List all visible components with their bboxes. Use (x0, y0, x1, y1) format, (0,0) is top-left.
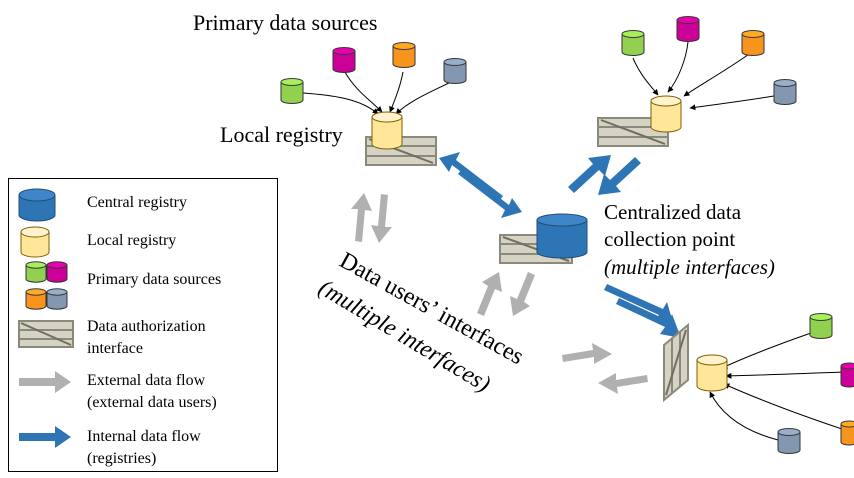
primary-source-cylinder (777, 427, 801, 454)
primary-data-sources (280, 15, 854, 454)
central-registry-icon (18, 188, 56, 222)
legend-internal-line1: Internal data flow (87, 428, 201, 445)
local-registry (371, 111, 403, 150)
external-flow-arrow (562, 343, 612, 364)
external-flow-arrow (477, 272, 502, 316)
internal-flow-legend-arrow (19, 426, 71, 448)
primary-source-cylinder (280, 77, 304, 104)
primary-source-cylinder (46, 261, 68, 283)
legend-central-registry: Central registry (87, 194, 187, 211)
legend-auth-line2: interface (87, 340, 143, 357)
local-registry-icon (20, 226, 50, 258)
external-flow-arrows (351, 193, 648, 394)
primary-source-cylinder (741, 29, 765, 56)
legend-primary-sources: Primary data sources (87, 271, 222, 288)
external-flow-arrow (598, 373, 648, 394)
legend-symbols (18, 188, 74, 448)
internal-flow-arrow (598, 157, 641, 195)
primary-source-cylinder (392, 41, 416, 68)
primary-source-cylinder (840, 362, 854, 388)
primary-source-cylinder (46, 288, 68, 310)
internal-flow-arrows (439, 152, 681, 338)
external-flow-arrow (510, 272, 535, 316)
data-authorization-interface (663, 322, 689, 403)
legend-local-registry: Local registry (87, 232, 177, 249)
legend: Central registry Local registry Primary … (8, 178, 278, 472)
legend-internal-line2: (registries) (87, 450, 157, 467)
legend-external-line1: External data flow (87, 372, 206, 389)
authorization-interface-icon (18, 320, 74, 348)
external-flow-legend-arrow (19, 371, 71, 393)
internal-flow-arrow (568, 155, 611, 193)
external-flow-arrow (371, 194, 392, 243)
source-connectors (302, 41, 849, 441)
primary-sources-icon (25, 261, 68, 310)
primary-source-cylinder (25, 288, 47, 310)
local-registry (650, 95, 682, 133)
primary-source-cylinder (840, 420, 854, 446)
legend-external-line2: (external data users) (87, 394, 217, 411)
internal-flow-arrow (616, 298, 681, 338)
internal-flow-arrow (604, 284, 674, 326)
centralized-point-label-line1: Centralized data (604, 200, 742, 224)
local-registry (696, 354, 728, 392)
primary-source-cylinder (443, 57, 467, 84)
primary-source-cylinder (332, 46, 356, 73)
legend-auth-line1: Data authorization (87, 318, 206, 335)
central-registry (536, 213, 588, 259)
external-flow-arrow (351, 193, 372, 242)
primary-source-cylinder (809, 312, 833, 339)
primary-source-cylinder (621, 29, 645, 56)
primary-sources-label: Primary data sources (193, 10, 378, 35)
internal-flow-arrow (458, 169, 522, 218)
centralized-point-label-line2: collection point (604, 227, 735, 251)
primary-source-cylinder (773, 78, 797, 105)
primary-source-cylinder (25, 261, 47, 283)
primary-source-cylinder (676, 15, 700, 42)
local-registry-label: Local registry (220, 122, 343, 147)
centralized-point-label-line3: (multiple interfaces) (604, 255, 775, 279)
